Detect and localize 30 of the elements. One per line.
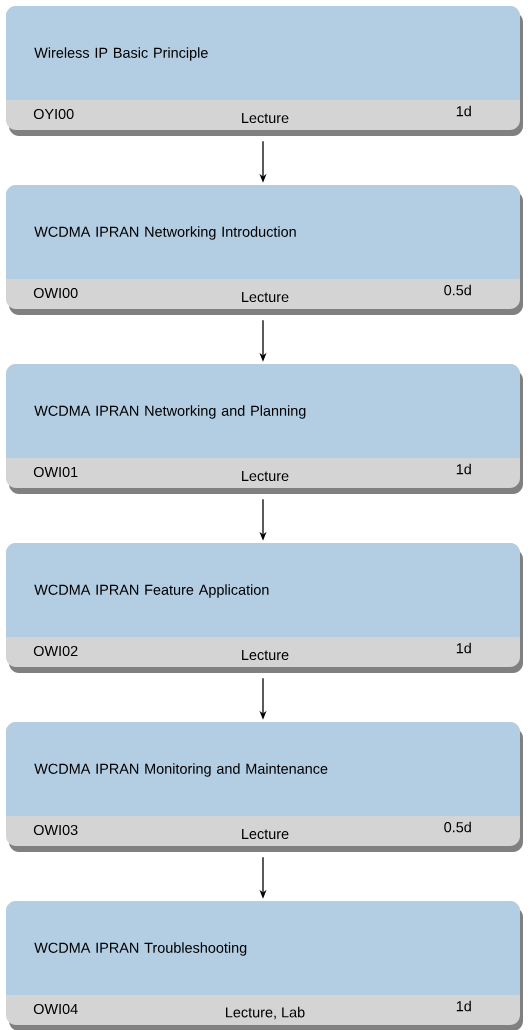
course-box [6,722,523,852]
course-box [6,6,523,136]
course-code: OWI01 [33,466,78,478]
course-code: OWI03 [33,824,78,836]
duration: 1d [456,105,471,117]
delivery-method: Lecture [242,112,289,124]
course-code: OYI00 [33,108,74,120]
delivery-method: Lecture [242,291,289,303]
course-title: WCDMA IPRAN Troubleshooting [34,942,247,956]
delivery-method: Lecture [242,470,289,482]
course-box [6,185,523,315]
course-code: OWI04 [33,1003,78,1015]
delivery-method: Lecture [242,828,289,840]
course-box [6,543,523,673]
duration: 1d [456,1000,471,1012]
course-title: WCDMA IPRAN Networking Introduction [34,226,296,240]
duration: 1d [456,463,471,475]
course-code: OWI00 [33,287,78,299]
delivery-method: Lecture, Lab [226,1006,305,1020]
duration: 0.5d [444,821,471,833]
course-code: OWI02 [33,645,78,657]
course-title: WCDMA IPRAN Feature Application [34,584,269,598]
course-title: Wireless IP Basic Principle [34,47,208,61]
delivery-method: Lecture [242,649,289,661]
course-title: WCDMA IPRAN Networking and Planning [34,405,306,419]
duration: 1d [456,642,471,654]
course-box [6,364,523,494]
duration: 0.5d [444,284,471,296]
course-title: WCDMA IPRAN Monitoring and Maintenance [34,763,328,777]
course-box [6,901,523,1030]
